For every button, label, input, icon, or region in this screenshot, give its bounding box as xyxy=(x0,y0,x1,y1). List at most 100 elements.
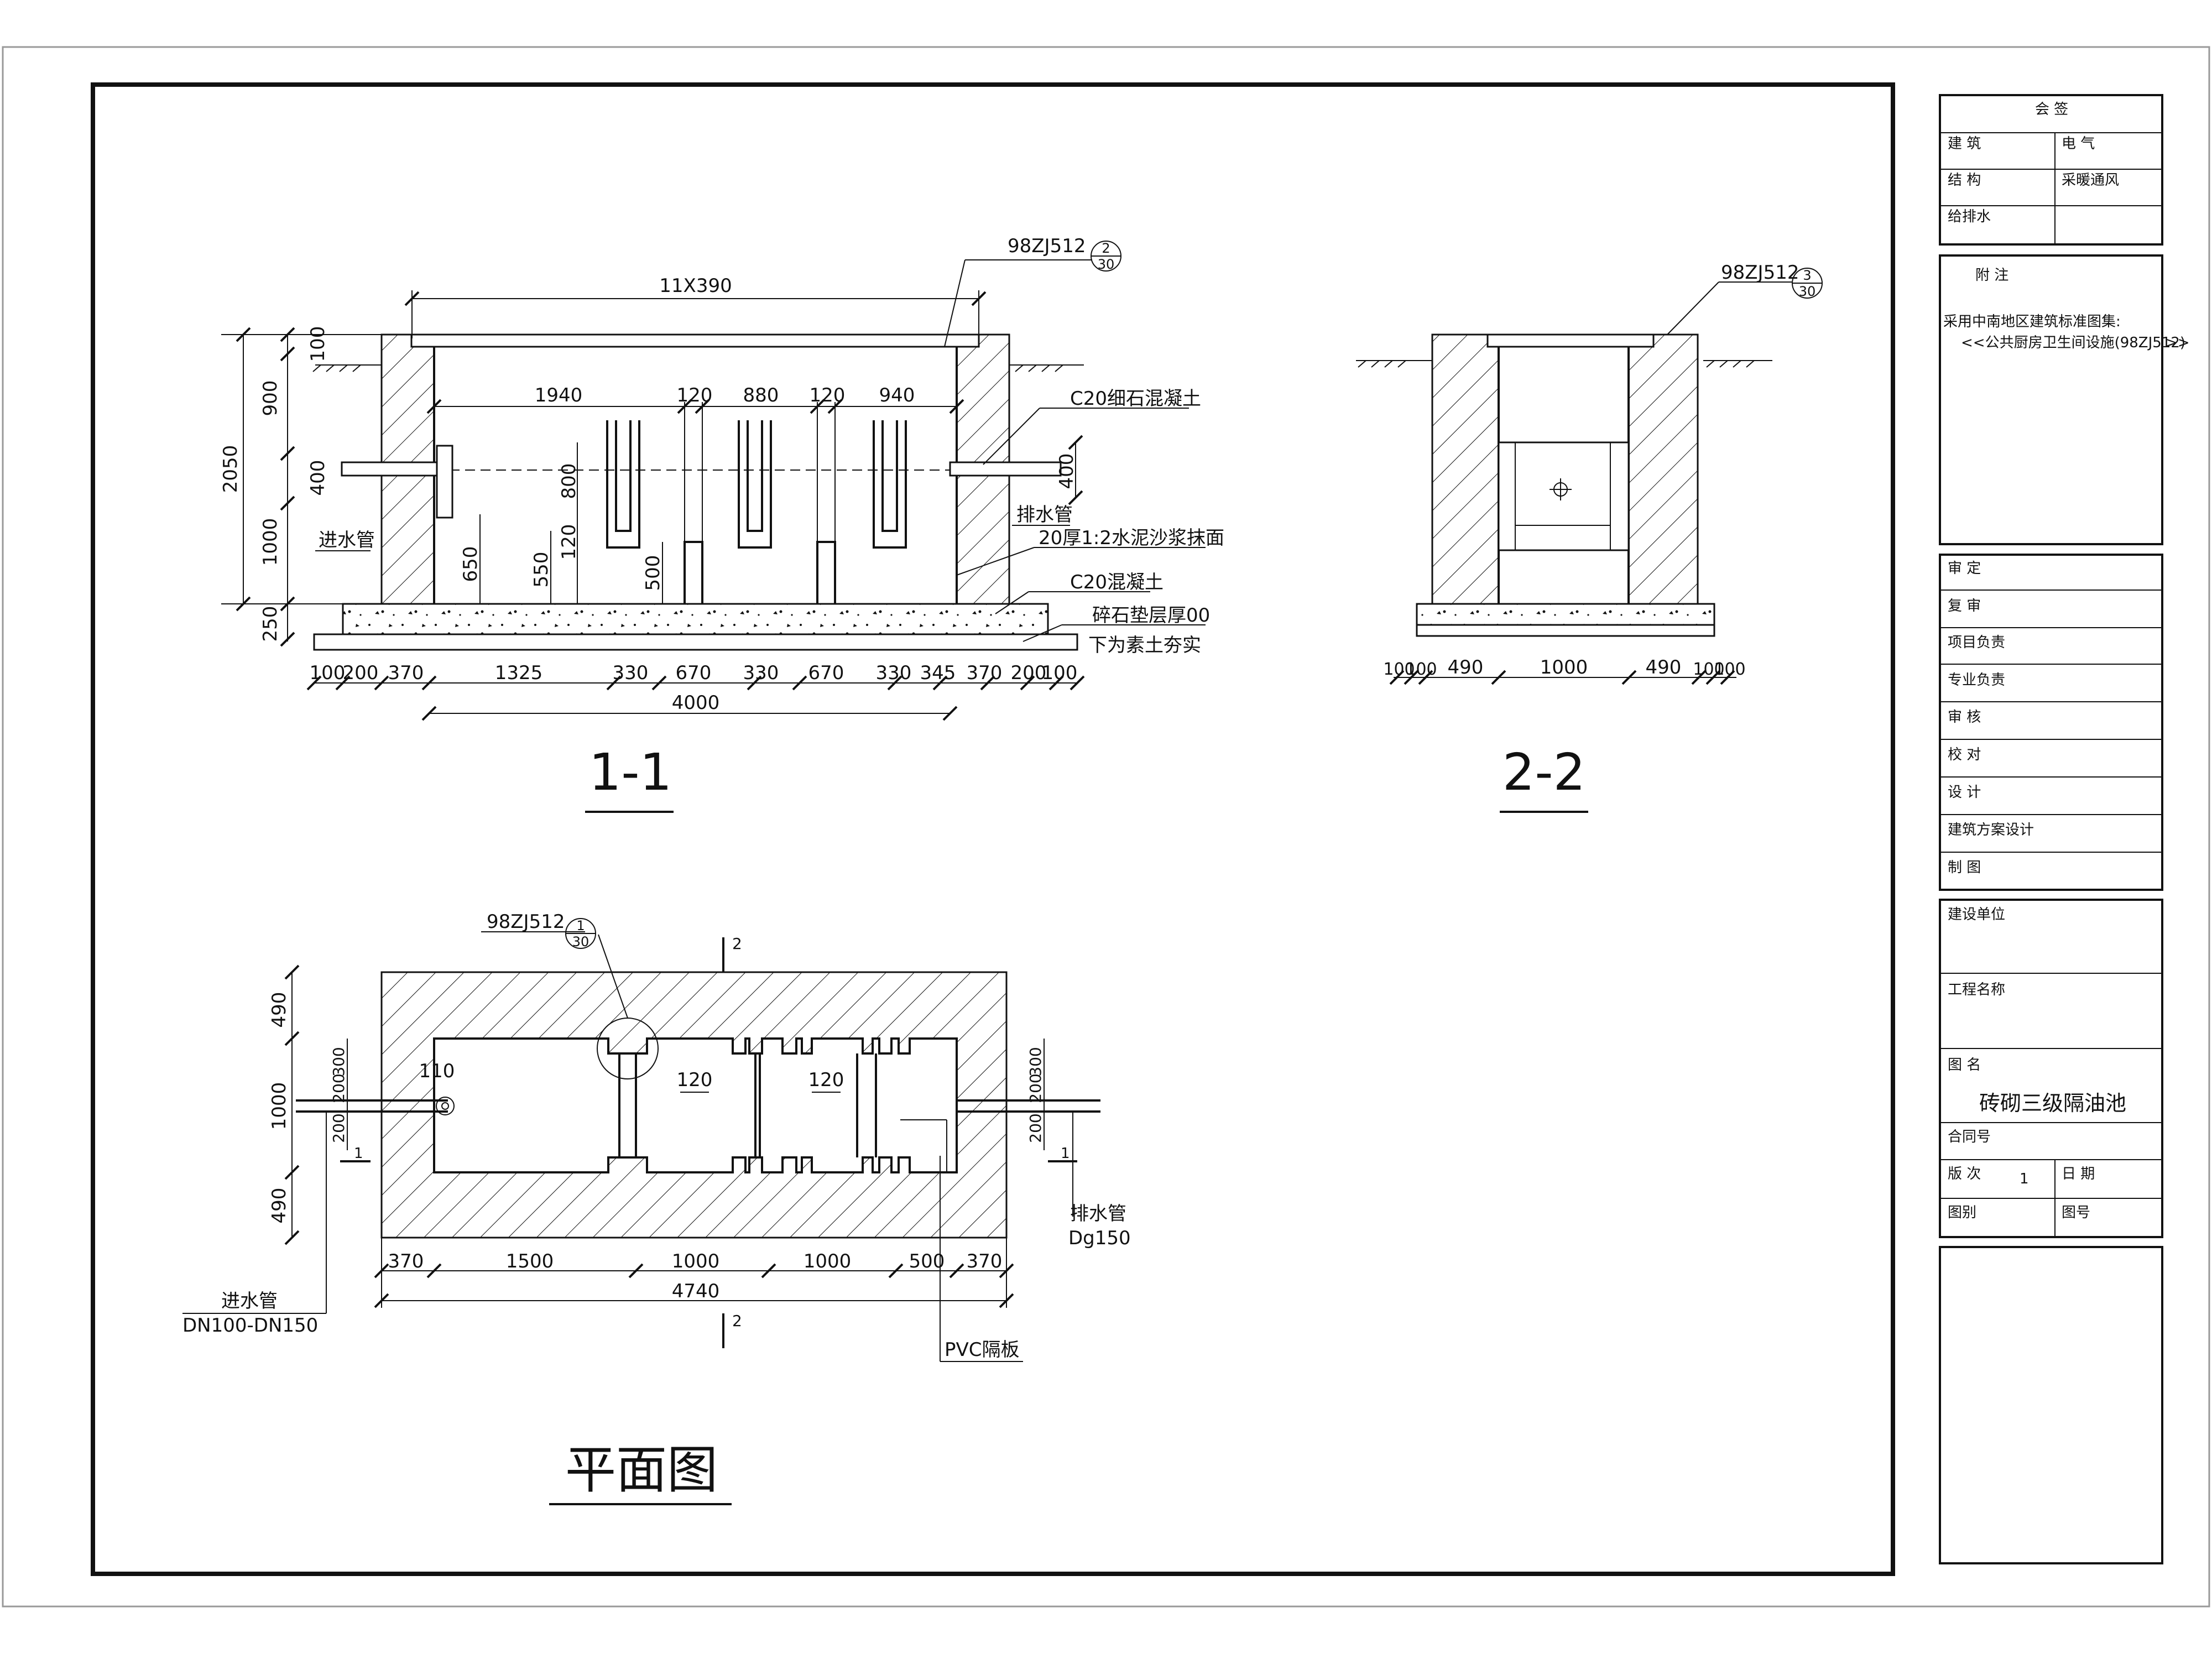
s2-dim-6: 100 xyxy=(1714,660,1745,679)
notes-line-2-tail: >> xyxy=(2166,335,2190,351)
plan-bottom-dim-1: 1500 xyxy=(506,1250,554,1272)
approval-2: 项目负责 xyxy=(1948,634,2005,651)
cover-slab-2 xyxy=(1486,333,1655,348)
bottom-dim-11: 200 xyxy=(1011,662,1047,684)
cut-mark-bottom: 2 xyxy=(732,1312,742,1330)
plan-bottom-dim-2: 1000 xyxy=(672,1250,720,1272)
left-wall-2 xyxy=(1431,333,1500,605)
left-height-2: 400 xyxy=(307,460,329,496)
plan-small-dim-r1: 200 xyxy=(1026,1073,1045,1103)
left-height-1: 900 xyxy=(259,380,281,416)
gravel-layer xyxy=(313,633,1078,651)
total-height-dim: 2050 xyxy=(220,445,242,493)
plan-bottom-dim-3: 1000 xyxy=(804,1250,852,1272)
plan-view: 98ZJ512 1 30 2 2 1 1 490 1000 490 300 20… xyxy=(182,911,1131,1505)
bottom-dim-0: 100 xyxy=(310,662,346,684)
notes-line-2: <<公共厨房卫生间设施(98ZJ512) xyxy=(1961,335,2185,351)
section-1-1: 11X390 1940 120 880 120 940 2050 100 900… xyxy=(220,235,1224,813)
approval-6: 设 计 xyxy=(1948,784,1981,801)
plan-total-width: 4740 xyxy=(672,1280,720,1302)
label-soil: 下为素土夯实 xyxy=(1088,634,1201,656)
cut-side-left: 1 xyxy=(354,1145,363,1162)
date-label: 日 期 xyxy=(2062,1166,2095,1182)
chamber-dim-1: 120 xyxy=(677,384,713,406)
title-block: 会 签 建 筑 电 气 结 构 采暖通风 给排水 附 注 采用中南地区建筑标准图… xyxy=(1939,94,2190,1564)
left-height-0: 100 xyxy=(307,326,329,362)
s2-dim-1: 100 xyxy=(1405,660,1437,679)
s2-dim-5: 100 xyxy=(1693,660,1724,679)
top-span-dim: 11X390 xyxy=(659,275,732,297)
plan-label-inlet: 进水管 xyxy=(221,1290,278,1312)
s2-dim-2: 490 xyxy=(1448,656,1484,679)
section-2-2-title: 2-2 xyxy=(1503,743,1585,802)
total-width-dim: 4000 xyxy=(672,692,720,714)
bottom-dim-8: 330 xyxy=(876,662,912,684)
cs-row-1-right: 采暖通风 xyxy=(2062,172,2119,189)
notes-box xyxy=(1939,254,2163,545)
inner-dim-650: 650 xyxy=(460,546,482,582)
approval-3: 专业负责 xyxy=(1948,672,2005,688)
countersign-header: 会 签 xyxy=(2035,101,2068,118)
gravel-layer-2 xyxy=(1416,624,1715,637)
inlet-pipe xyxy=(341,461,442,477)
s2-dim-3: 1000 xyxy=(1540,656,1588,679)
baffle-2 xyxy=(1498,441,1630,551)
inlet-tee xyxy=(436,445,453,519)
plan-bottom-dim-4: 500 xyxy=(909,1250,945,1272)
plan-left-dim-1: 1000 xyxy=(268,1082,290,1130)
plan-cavity xyxy=(433,1037,958,1173)
category-label: 图别 xyxy=(1948,1204,1976,1221)
plan-inner-120b: 120 xyxy=(808,1069,844,1091)
plan-small-dim-l2: 200 xyxy=(330,1113,348,1142)
inner-dim-120: 120 xyxy=(558,524,580,560)
notes-header: 附 注 xyxy=(1975,267,2008,284)
ref-code-1: 98ZJ512 xyxy=(1008,235,1086,257)
project-label: 工程名称 xyxy=(1948,982,2005,998)
plan-small-dim-r0: 300 xyxy=(1026,1047,1045,1076)
bottom-dim-3: 1325 xyxy=(495,662,543,684)
plan-bottom-dim-0: 370 xyxy=(388,1250,424,1272)
plan-left-dim-0: 490 xyxy=(268,992,290,1028)
approval-1: 复 审 xyxy=(1948,598,1981,614)
bottom-dim-6: 330 xyxy=(743,662,779,684)
right-dim-400: 400 xyxy=(1056,453,1078,489)
approval-4: 审 核 xyxy=(1948,709,1981,726)
bottom-dim-5: 670 xyxy=(676,662,712,684)
version-label: 版 次 xyxy=(1948,1166,1981,1182)
approval-5: 校 对 xyxy=(1948,747,1981,763)
blank-box xyxy=(1939,1246,2163,1564)
drawing-name-label: 图 名 xyxy=(1948,1057,1981,1073)
chamber-dim-2: 880 xyxy=(743,384,779,406)
label-outlet: 排水管 xyxy=(1016,504,1073,526)
inner-dim-500: 500 xyxy=(642,555,664,591)
contract-label: 合同号 xyxy=(1948,1129,1991,1145)
plan-label-inlet-size: DN100-DN150 xyxy=(182,1314,318,1337)
drawing-name: 砖砌三级隔油池 xyxy=(1979,1091,2126,1115)
cut-mark-top: 2 xyxy=(732,935,742,953)
client-label: 建设单位 xyxy=(1948,906,2005,923)
left-height-4: 250 xyxy=(259,606,281,642)
cs-row-2-left: 给排水 xyxy=(1948,208,1991,225)
bottom-dim-9: 345 xyxy=(920,662,956,684)
plan-small-dim-l0: 300 xyxy=(330,1047,348,1076)
cover-slab xyxy=(410,333,980,348)
label-concrete: C20混凝土 xyxy=(1070,571,1164,593)
number-label: 图号 xyxy=(2062,1204,2090,1221)
notes-line-1: 采用中南地区建筑标准图集: xyxy=(1943,314,2121,330)
version-value: 1 xyxy=(2020,1171,2029,1187)
approvals-table xyxy=(1939,554,2163,891)
left-height-3: 1000 xyxy=(259,518,281,566)
ref-num-2: 3 xyxy=(1803,268,1811,283)
section-2-2: 98ZJ512 3 30 100 100 490 1000 490 100 10… xyxy=(1356,262,1823,813)
label-fine-concrete: C20细石混凝土 xyxy=(1070,388,1201,410)
concrete-base xyxy=(342,603,1049,635)
outlet-pipe xyxy=(949,461,1062,477)
approval-0: 审 定 xyxy=(1948,560,1981,577)
bottom-dim-12: 100 xyxy=(1042,662,1078,684)
label-inlet: 进水管 xyxy=(319,529,375,551)
plan-label-pvc: PVC隔板 xyxy=(945,1339,1020,1361)
bottom-dim-7: 670 xyxy=(808,662,844,684)
project-table xyxy=(1939,899,2163,1238)
outer-border xyxy=(2,46,2210,1608)
